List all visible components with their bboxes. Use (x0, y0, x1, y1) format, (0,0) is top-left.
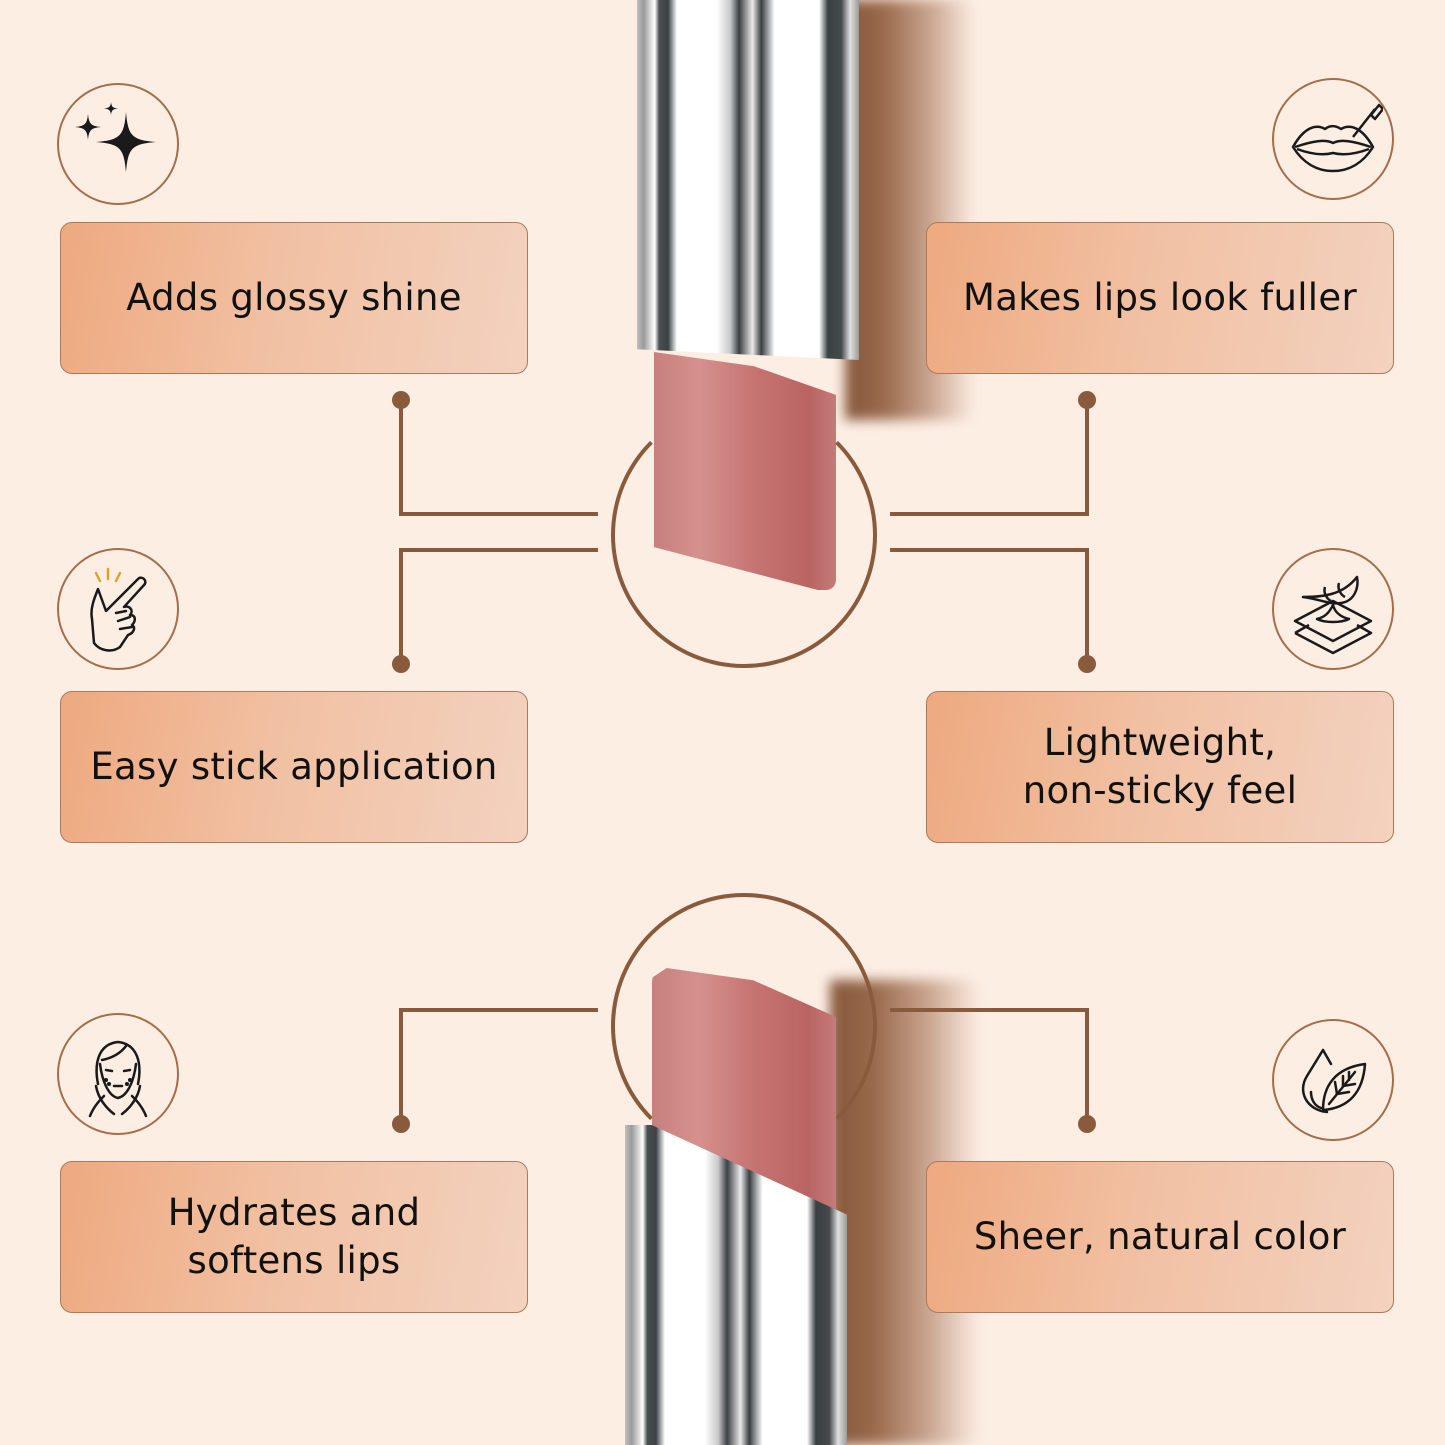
drop-leaf-icon (1272, 1019, 1394, 1141)
feature-label: Makes lips look fuller (963, 276, 1357, 319)
feature-card-natural-color: Sheer, natural color (926, 1161, 1394, 1313)
feature-card-lightweight: Lightweight, non-sticky feel (926, 691, 1394, 843)
bottom-focus-circle (611, 893, 877, 1159)
feature-label: Sheer, natural color (973, 1215, 1347, 1258)
connector-dot (392, 655, 410, 673)
top-focus-circle (611, 402, 877, 668)
feature-card-fuller-lips: Makes lips look fuller (926, 222, 1394, 374)
face-care-icon (57, 1013, 179, 1135)
connector-line (399, 1008, 403, 1124)
feature-card-glossy-shine: Adds glossy shine (60, 222, 528, 374)
connector-line (1085, 1008, 1089, 1124)
connector-dot (1078, 1115, 1096, 1133)
connector-line (1085, 548, 1089, 664)
connector-line (890, 512, 1089, 516)
feature-label: Hydrates and softens lips (167, 1191, 421, 1282)
connector-dot (392, 1115, 410, 1133)
connector-line (399, 400, 403, 516)
connector-line (399, 548, 598, 552)
feature-label: Lightweight, non-sticky feel (1022, 721, 1298, 812)
feature-card-easy-application: Easy stick application (60, 691, 528, 843)
snapping-hand-icon (57, 548, 179, 670)
lipstick-top-tube (637, 0, 859, 360)
connector-line (399, 548, 403, 664)
connector-line (890, 1008, 1089, 1012)
connector-dot (1078, 655, 1096, 673)
feature-label: Adds glossy shine (126, 276, 462, 319)
connector-line (890, 548, 1089, 552)
sparkles-icon (57, 83, 179, 205)
connector-line (1085, 400, 1089, 516)
feather-layers-icon (1272, 548, 1394, 670)
feature-card-hydrates: Hydrates and softens lips (60, 1161, 528, 1313)
connector-line (399, 512, 598, 516)
feature-label: Easy stick application (90, 745, 498, 788)
lips-applicator-icon (1272, 78, 1394, 200)
connector-line (399, 1008, 598, 1012)
